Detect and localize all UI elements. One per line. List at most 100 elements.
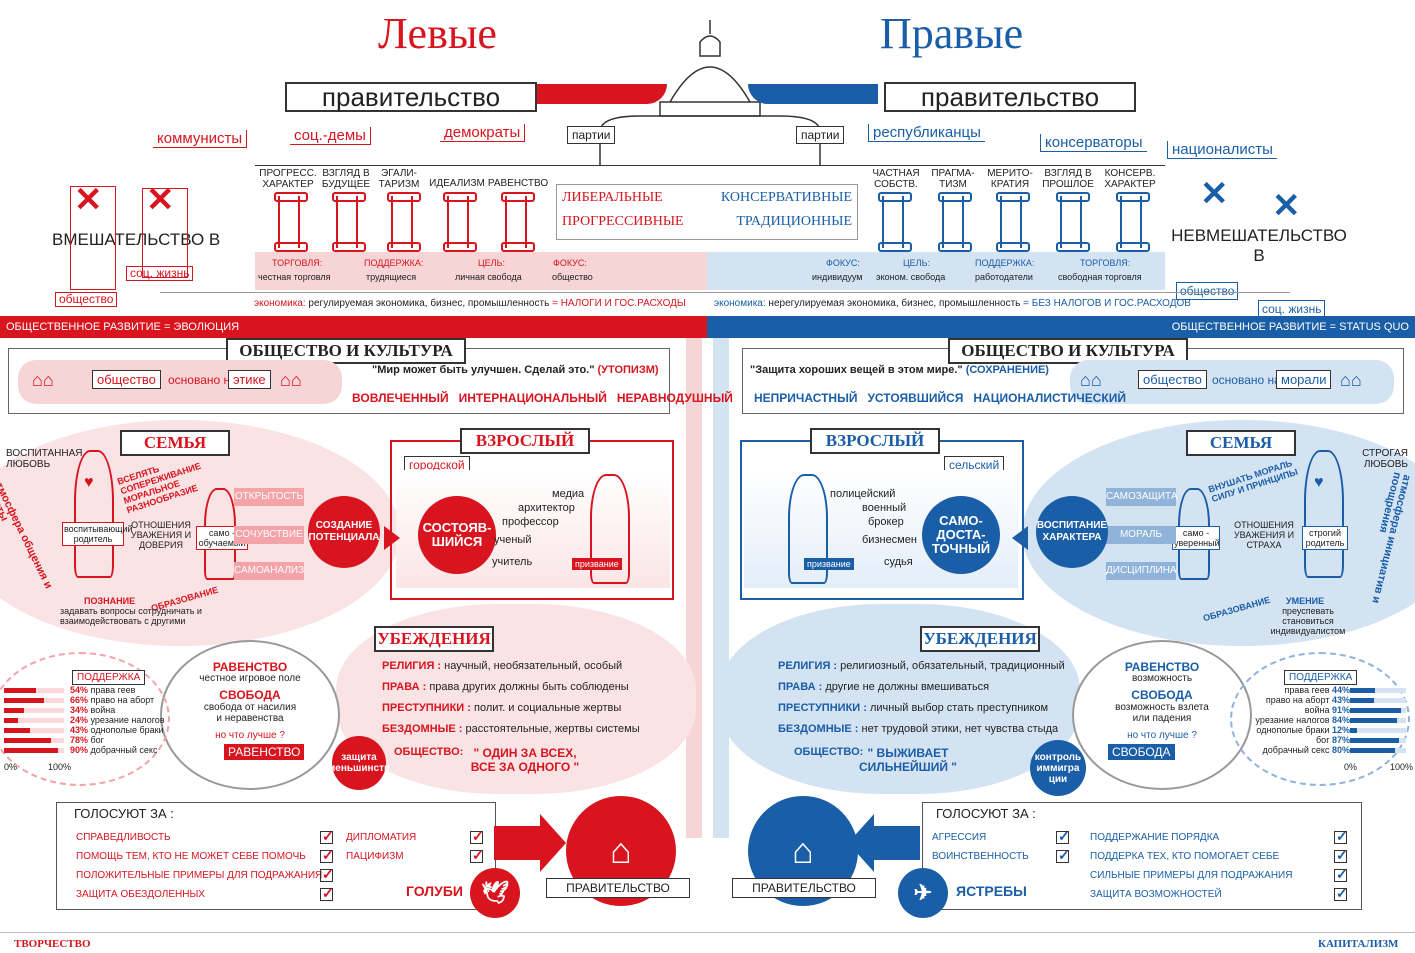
right-love: СТРОГАЯ ЛЮБОВЬ [1362,448,1408,470]
conservative-label: КОНСЕРВАТИВНЫЕ [720,190,852,205]
right-parties-label: партии [796,126,845,144]
left-pillar-x-icon [142,188,188,278]
right-place: сельский [944,456,1005,474]
belief-row: ПРЕСТУПНИКИ : полит. и социальные жертвы [382,702,622,714]
right-economy-row [707,252,1165,290]
econ-value: индивидуум [812,272,863,282]
right-character-circle: ВОСПИТАНИЕ ХАРАКТЕРА [1036,496,1108,568]
left-pillar-x-icon [70,186,116,290]
hawk-icon: ✈ [898,868,948,918]
support-label: бог 87% [1316,735,1350,745]
support-label: 90% добрачный секс [70,745,158,755]
checkbox-icon [1056,828,1070,845]
checkbox-icon [470,847,484,864]
right-relation: ОТНОШЕНИЯ УВАЖЕНИЯ И СТРАХА [1233,520,1295,550]
econ-value: личная свобода [455,272,522,282]
job: военный [862,502,907,514]
support-bar [1350,728,1357,733]
right-family-head: СЕМЬЯ [1186,430,1296,456]
checkbox-icon [320,828,334,845]
temple-top-line [255,165,1165,166]
vote-item: ПОДДЕРКА ТЕХ, КТО ПОМОГАЕТ СЕБЕ [1090,851,1280,862]
vote-item: ЗАЩИТА ОБЕЗДОЛЕННЫХ [76,889,205,900]
checkbox-icon [1334,828,1348,845]
right-pipe [713,338,729,838]
hawks-label: ЯСТРЕБЫ [956,883,1027,899]
checkbox-icon [320,866,334,883]
left-society-word: общество [92,370,161,389]
left-place: городской [404,456,470,474]
right-equality-cloud [1072,640,1252,790]
econ-key: ПОДДЕРЖКА: [364,258,424,268]
support-label: война 91% [1304,705,1350,715]
econ-value: трудящиеся [366,272,417,282]
house-icon: ⌂⌂ [32,370,54,390]
support-bar [1350,708,1401,713]
econ-value: эконом. свобода [876,272,946,282]
progressive-label: ПРОГРЕССИВНЫЕ [562,214,684,229]
right-arrow-icon [748,84,878,104]
footer-right: КАПИТАЛИЗМ [1318,938,1399,950]
party-socdems: соц.-демы [290,127,371,145]
econ-key: ПОДДЕРЖКА: [975,258,1035,268]
left-eq-h2: СВОБОДА [219,688,281,702]
heart-icon: ♥ [84,474,94,491]
left-society-tag: общество [55,292,118,307]
job: медиа [552,488,585,500]
right-society-word: общество [1138,370,1207,389]
support-label: добрачный секс 80% [1262,745,1350,755]
econ-value: работодатели [975,272,1033,282]
house-icon: ⌂⌂ [280,370,302,390]
left-equality-cloud [160,640,340,790]
left-calling: призвание [572,558,622,570]
checkbox-icon [1334,885,1348,902]
axis-max: 100% [1390,762,1414,772]
belief-row: БЕЗДОМНЫЕ : расстоятельные, жертвы систе… [382,723,640,735]
support-bar [4,718,18,723]
checkbox-icon [1334,866,1348,883]
right-skill-head: УМЕНИЕ [1286,596,1325,606]
vote-item: СПРАВЕДЛИВОСТЬ [76,832,171,843]
support-bar [4,708,24,713]
job: ученый [494,534,532,546]
cross-icon: ✕ [74,181,103,219]
support-label: право на аборт 43% [1265,695,1350,705]
pillar-label: ВЗГЛЯД В ПРОШЛОЕ [1042,168,1094,190]
support-bar [1350,698,1374,703]
checkbox-icon [1056,847,1070,864]
left-minority-circle: защита меньшинств [328,736,390,790]
econ-value: общество [552,272,593,282]
support-bar [1350,718,1397,723]
liberal-label: ЛИБЕРАЛЬНЫЕ [562,190,663,205]
party-democrats: демократы [440,124,526,142]
pillar-icon [1116,192,1150,252]
left-base: этике [228,370,271,389]
econ-key: ФОКУС: [826,258,860,268]
left-love: ВОСПИТАННАЯ ЛЮБОВЬ [6,448,83,470]
left-gov-label: ПРАВИТЕЛЬСТВО [546,878,690,898]
left-parent: воспитывающий родитель [62,522,133,546]
left-economy-text: экономика: регулируемая экономика, бизне… [254,298,686,309]
support-bar-track [1350,728,1406,733]
belief-row: ПРАВА : другие не должны вмешиваться [778,681,990,693]
pillar-label: ВЗГЛЯД В БУДУЩЕЕ [321,168,371,190]
left-traits: ВОВЛЕЧЕННЫЙ ИНТЕРНАЦИОНАЛЬНЫЙ НЕРАВНОДУШ… [352,391,733,405]
right-vote-head: ГОЛОСУЮТ ЗА : [936,806,1036,821]
left-quote: "Мир может быть улучшен. Сделай это." (У… [372,364,659,376]
arrow-left-icon [874,826,920,860]
pillar-label: РАВЕНСТВО [487,178,549,189]
right-support-chart: права геев 44%право на аборт 43%война 91… [1230,685,1410,758]
support-bar-track [1350,688,1406,693]
pillar-icon [274,192,308,252]
support-label: 43% однополые браки [70,725,164,735]
right-quote: "Защита хороших вещей в этом мире." (СОХ… [750,364,1049,376]
left-eq-t2: свобода от насилия и неравенства [203,702,297,724]
support-label: 34% война [70,705,116,715]
traditional-label: ТРАДИЦИОННЫЕ [736,214,852,229]
pillar-icon [938,192,972,252]
pillar-icon [996,192,1030,252]
party-nationalists: националисты [1167,141,1277,159]
arrow-head-icon [540,814,566,872]
pillar-label: КОНСЕРВ. ХАРАКТЕР [1104,168,1156,190]
left-culture-head: ОБЩЕСТВО И КУЛЬТУРА [226,338,466,364]
